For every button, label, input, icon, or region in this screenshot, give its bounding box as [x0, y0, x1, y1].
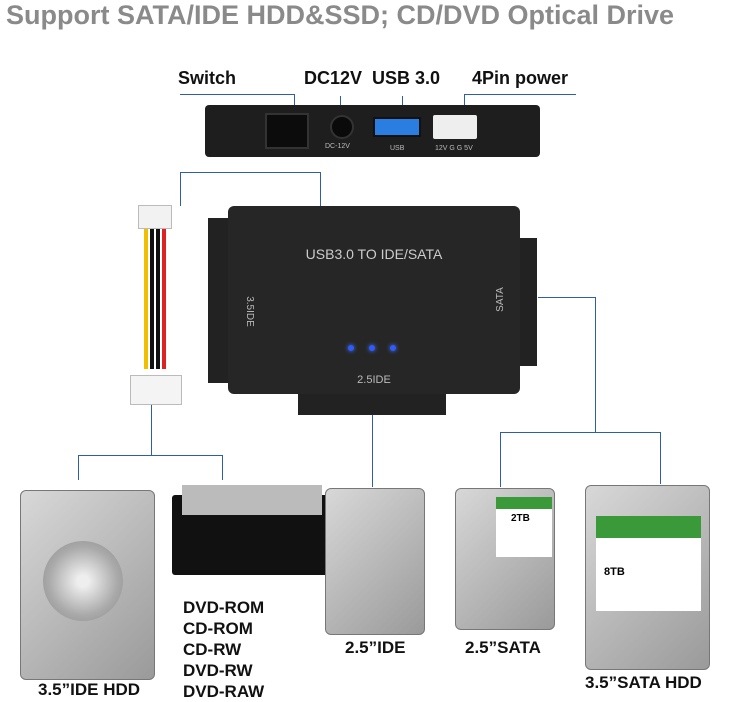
led-indicator [369, 345, 375, 351]
switch-label: Switch [178, 68, 237, 88]
optical-item: CD-RW [183, 640, 242, 659]
power-label: 4Pin power [472, 68, 569, 88]
bottom-port-label: 2.5IDE [357, 374, 391, 386]
adapter-body: USB3.0 TO IDE/SATA 3.5IDE SATA 2.5IDE [228, 206, 520, 394]
dc-jack [330, 115, 354, 139]
left-port-label: 3.5IDE [243, 296, 255, 327]
power-switch[interactable] [265, 113, 309, 149]
led-indicator [348, 345, 354, 351]
dc12v-label: DC12V [304, 68, 363, 88]
right-port-label: SATA [494, 287, 506, 312]
ide35-hdd-image [20, 490, 155, 680]
sata25-capacity: 2TB [511, 513, 530, 524]
optical-item: CD-ROM [183, 619, 253, 638]
back-panel: DC-12V USB 12V G G 5V [205, 105, 540, 157]
optical-item: DVD-RAW [183, 682, 265, 701]
ide25-hdd-image [325, 488, 425, 635]
4pin-port [433, 115, 477, 139]
usb-label: USB 3.0 [372, 68, 441, 88]
sata25-label: 2.5”SATA [465, 638, 541, 657]
adapter-right-connector [515, 238, 537, 366]
adapter-bottom-connector [298, 390, 446, 415]
page-title: Support SATA/IDE HDD&SSD; CD/DVD Optical… [6, 0, 675, 30]
usb-print: USB [390, 145, 405, 152]
optical-list: DVD-ROM CD-ROM CD-RW DVD-RW DVD-RAW [183, 597, 264, 702]
ide25-label: 2.5”IDE [345, 638, 406, 657]
molex-cable [130, 205, 182, 405]
dc-print: DC-12V [325, 143, 350, 150]
sata35-hdd-image: 8TB [585, 485, 710, 670]
led-indicator [390, 345, 396, 351]
dvd-drive-image [172, 485, 335, 575]
optical-item: DVD-ROM [183, 598, 265, 617]
sata35-label: 3.5”SATA HDD [585, 673, 702, 692]
usb-port [373, 117, 421, 137]
ide35-label: 3.5”IDE HDD [38, 680, 141, 699]
power-print: 12V G G 5V [435, 145, 473, 152]
sata35-capacity: 8TB [604, 566, 625, 578]
adapter-name: USB3.0 TO IDE/SATA [305, 246, 443, 262]
sata25-hdd-image: 2TB [455, 488, 555, 630]
optical-item: DVD-RW [183, 661, 253, 680]
